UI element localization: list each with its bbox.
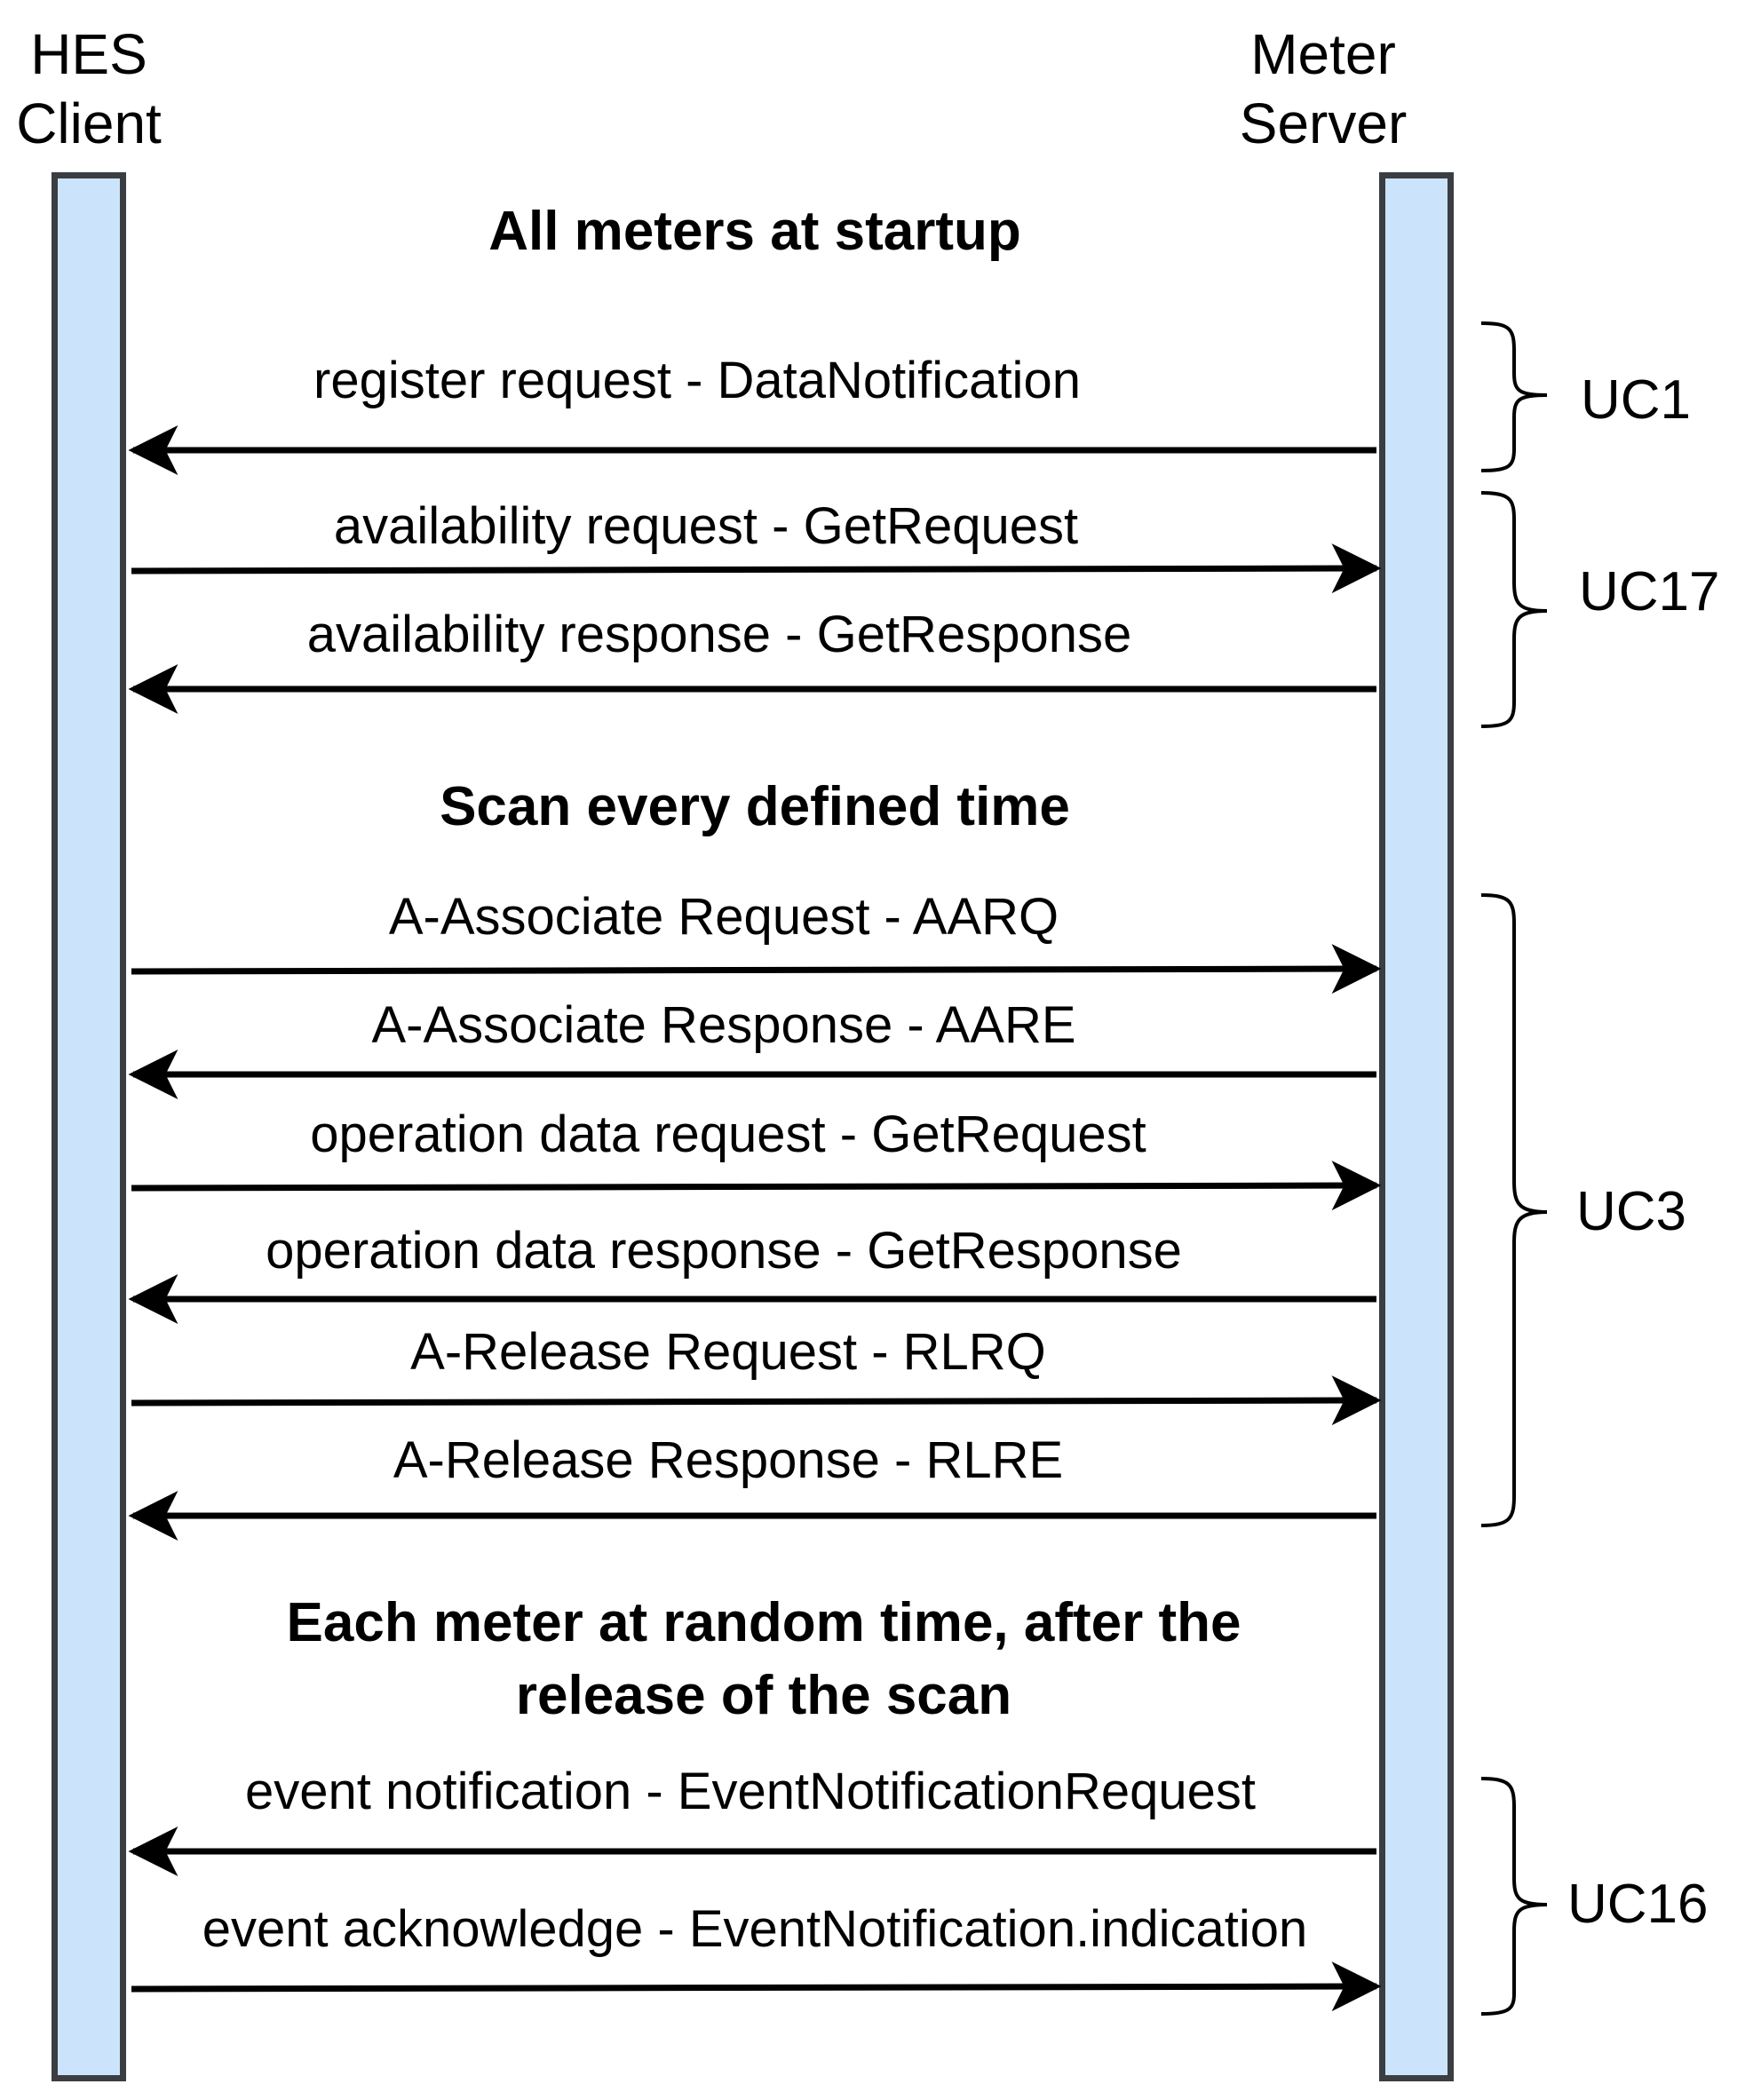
- use-case-brace-uc1: [1480, 321, 1548, 472]
- message-arrow: [131, 543, 1382, 594]
- message-label: A-Release Response - RLRE: [393, 1431, 1064, 1489]
- section-random-event: Each meter at random time, after the rel…: [286, 1592, 1241, 1726]
- message-label: operation data request - GetRequest: [310, 1105, 1146, 1163]
- message-label: A-Release Request - RLRQ: [410, 1323, 1046, 1381]
- message-label: availability request - GetRequest: [333, 497, 1079, 555]
- use-case-brace-uc17: [1480, 491, 1548, 728]
- client-lane-title: HES Client: [16, 22, 162, 155]
- message-arrow: [131, 1961, 1382, 2012]
- section-startup: All meters at startup: [488, 201, 1021, 262]
- use-case-label-uc17: UC17: [1579, 561, 1720, 622]
- message-arrow: [131, 1161, 1382, 1211]
- server-lane-title: Meter Server: [1239, 22, 1408, 155]
- client-lifeline: [52, 172, 126, 2081]
- use-case-label-uc3: UC3: [1576, 1181, 1687, 1242]
- use-case-label-uc16: UC16: [1567, 1874, 1709, 1935]
- message-label: availability response - GetResponse: [306, 606, 1132, 663]
- message-arrow: [131, 944, 1382, 995]
- message-arrow: [131, 1375, 1382, 1426]
- use-case-label-uc1: UC1: [1581, 369, 1692, 431]
- section-scan: Scan every defined time: [440, 776, 1070, 837]
- message-label: event notification - EventNotificationRe…: [244, 1763, 1257, 1820]
- message-label: A-Associate Request - AARQ: [388, 888, 1059, 946]
- message-label: event acknowledge - EventNotification.in…: [202, 1900, 1308, 1958]
- message-label: register request - DataNotification: [313, 352, 1081, 409]
- message-label: operation data response - GetResponse: [266, 1222, 1182, 1280]
- server-lifeline: [1379, 172, 1454, 2081]
- message-label: A-Associate Response - AARE: [371, 996, 1076, 1054]
- use-case-brace-uc16: [1480, 1777, 1548, 2016]
- use-case-brace-uc3: [1480, 893, 1548, 1527]
